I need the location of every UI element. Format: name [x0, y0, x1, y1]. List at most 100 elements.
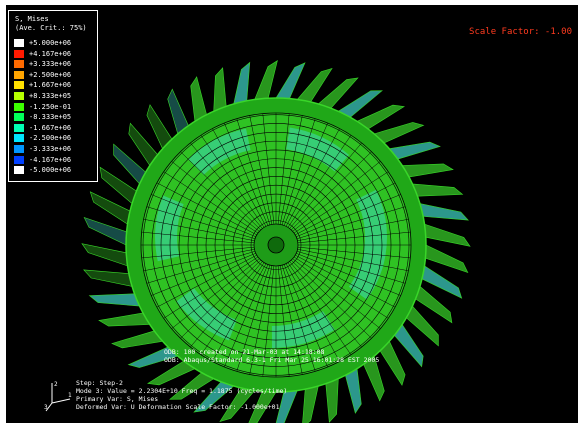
- mesh-radial: [262, 260, 275, 377]
- mesh-radial: [200, 135, 268, 232]
- mesh-radial: [190, 142, 266, 233]
- mesh-radial: [278, 260, 303, 375]
- deformed-mesh-plot: [81, 60, 471, 423]
- mesh-radial: [146, 206, 261, 241]
- mesh-radial: [281, 122, 328, 231]
- mesh-radial: [291, 218, 409, 243]
- turbine-blade: [425, 244, 469, 274]
- legend-swatch: [14, 92, 24, 100]
- turbine-blade: [233, 61, 251, 105]
- legend-value: +4.167e+06: [29, 49, 72, 58]
- legend-swatch: [14, 81, 24, 90]
- mesh-radial: [284, 135, 352, 232]
- turbine-blade: [424, 223, 471, 247]
- legend-swatch: [14, 145, 24, 153]
- mesh-radial: [146, 249, 261, 284]
- triad-label-2: 2: [54, 381, 58, 388]
- mesh-radial: [277, 260, 290, 377]
- contour-legend: S, Mises (Ave. Crit.: 75%) +5.000e+06 +4.…: [8, 10, 98, 182]
- legend-swatch: [14, 123, 24, 132]
- mesh-radial: [141, 231, 261, 244]
- mesh-radial: [224, 259, 271, 368]
- mesh-radial: [141, 246, 261, 259]
- turbine-blade: [411, 183, 464, 197]
- mesh-radial: [151, 250, 262, 296]
- turbine-blade: [213, 67, 227, 112]
- mesh-radial: [171, 255, 264, 329]
- legend-swatch: [14, 166, 24, 175]
- legend-swatch: [14, 39, 24, 47]
- legend-value: +8.333e+05: [29, 92, 72, 100]
- mesh-radial: [212, 128, 269, 232]
- mesh-radial: [287, 151, 372, 234]
- stress-band: [155, 126, 387, 348]
- mesh-radial: [289, 252, 396, 308]
- legend-swatch: [14, 113, 24, 122]
- mesh-radial: [224, 122, 271, 231]
- turbine-blade: [345, 368, 362, 414]
- legend-swatch: [14, 134, 24, 143]
- mesh-radial: [289, 182, 396, 238]
- legend-swatch: [14, 102, 24, 111]
- mesh-radial: [163, 171, 263, 237]
- mesh-radial: [289, 253, 389, 319]
- legend-value: -5.000e+06: [29, 166, 72, 175]
- deformed-var-line: Deformed Var: U Deformation Scale Factor…: [76, 403, 280, 411]
- fea-viewport[interactable]: S, Mises (Ave. Crit.: 75%) +5.000e+06 +4.…: [6, 5, 578, 423]
- mesh-radial: [277, 113, 290, 230]
- legend-value: +5.000e+06: [29, 39, 72, 47]
- legend-subtitle: (Ave. Crit.: 75%): [15, 24, 87, 32]
- mesh-radial: [180, 256, 265, 339]
- mesh-radial: [180, 151, 265, 234]
- mesh-radial: [249, 260, 274, 375]
- mesh-radial: [283, 128, 340, 232]
- mesh-radial: [212, 258, 269, 362]
- mesh-radial: [249, 115, 274, 230]
- mesh-radial: [281, 259, 328, 368]
- mesh-radial: [286, 142, 362, 233]
- mesh-radial: [287, 256, 372, 339]
- turbine-blade: [325, 378, 339, 423]
- coordinate-triad-icon: 1 2 3: [44, 381, 72, 412]
- turbine-blade: [401, 163, 454, 178]
- legend-value: -1.250e-01: [29, 102, 72, 111]
- legend-swatch: [14, 70, 24, 79]
- legend-value: -3.333e+06: [29, 145, 72, 153]
- legend-swatch: [14, 60, 24, 69]
- turbine-blade: [81, 243, 128, 267]
- turbine-blade: [254, 60, 278, 100]
- mesh-radial: [291, 231, 411, 244]
- mesh-radial: [200, 258, 268, 355]
- mesh-radial: [143, 218, 261, 243]
- step-line: Step: Step-2: [76, 379, 123, 387]
- legend-value: -1.667e+06: [29, 123, 72, 132]
- turbine-blade: [190, 76, 207, 122]
- legend-title: S, Mises: [15, 15, 49, 23]
- triad-label-3: 3: [44, 404, 48, 411]
- mesh-radial: [262, 113, 275, 230]
- legend-value: -2.500e+06: [29, 134, 72, 143]
- turbine-blade: [83, 216, 127, 246]
- mesh-radial: [284, 258, 352, 355]
- mesh-radial: [291, 249, 406, 284]
- mesh-radial: [190, 257, 266, 348]
- mesh-radial: [171, 161, 264, 235]
- mesh-radial: [156, 182, 263, 238]
- turbine-blade: [275, 62, 306, 99]
- mesh-radial: [291, 206, 406, 241]
- legend-swatch: [14, 155, 24, 164]
- legend-value: +3.333e+06: [29, 60, 72, 69]
- mesh-radial: [278, 115, 303, 230]
- mesh-radial: [286, 257, 362, 348]
- legend-swatch: [14, 49, 24, 58]
- mesh-radial: [280, 260, 316, 372]
- turbine-blade: [88, 293, 141, 307]
- turbine-blade: [302, 385, 319, 423]
- mesh-radial: [236, 260, 272, 372]
- legend-value: -4.167e+06: [29, 155, 72, 164]
- mesh-radial: [163, 253, 263, 319]
- hub-bore: [267, 236, 285, 254]
- mesh-radial: [151, 194, 262, 240]
- triad-label-1: 1: [68, 392, 72, 399]
